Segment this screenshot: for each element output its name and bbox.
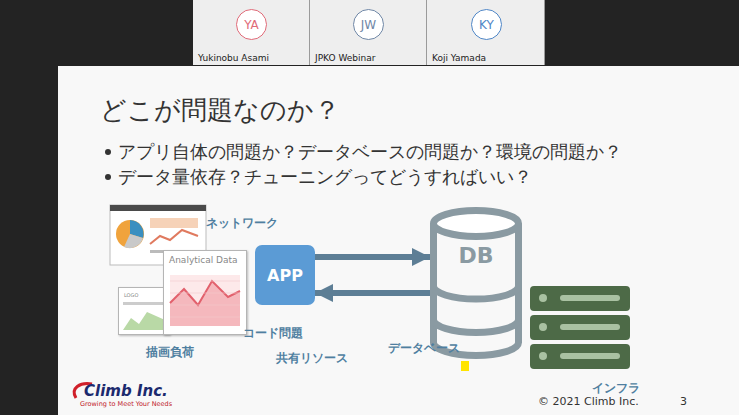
bullet — [105, 174, 111, 180]
avatar-circle: JW — [353, 9, 384, 40]
avatar-circle: KY — [471, 9, 502, 40]
participant-name: Koji Yamada — [432, 53, 486, 63]
node-label: APP — [267, 266, 303, 285]
slide — [58, 66, 739, 415]
area-label: 描画負荷 — [146, 344, 194, 361]
bullet — [105, 149, 111, 155]
initials: YA — [244, 18, 259, 32]
bullet-text: データ量依存？チューニングってどうすればいい？ — [118, 165, 532, 189]
data-arrow — [315, 290, 430, 296]
app-box: APP — [255, 245, 315, 305]
node-label: Analytical Data — [169, 255, 241, 265]
area-label: 共有リソース — [276, 350, 348, 367]
area-label: データベース — [388, 340, 460, 357]
company-logo: Growing to Meet Your Needs — [80, 400, 172, 408]
server-stack — [530, 286, 630, 369]
area-label: コード問題 — [243, 325, 303, 342]
bullet-text: アプリ自体の問題か？データベースの問題か？環境の問題か？ — [118, 140, 622, 164]
node-label: LOGO — [124, 292, 164, 298]
initials: KY — [479, 18, 494, 32]
avatar-circle: YA — [236, 9, 267, 40]
slide-title: どこが問題なのか？ — [100, 93, 340, 128]
data-arrow — [315, 254, 430, 260]
database-cylinder: DB — [430, 207, 522, 359]
area-label: ネットワーク — [206, 215, 278, 232]
area-label: インフラ — [592, 380, 640, 397]
chart-card: Analytical Data — [163, 250, 247, 335]
company-logo: Climb Inc. — [84, 382, 168, 400]
participant-name: Yukinobu Asami — [198, 53, 269, 63]
participant-tile: Koji Yamada KY — [427, 0, 545, 65]
node-label: DB — [458, 243, 493, 359]
participant-name: JPKO Webinar — [315, 53, 375, 63]
slide-footer: © 2021 Climb Inc. — [538, 395, 639, 408]
participant-tile: Yukinobu Asami YA — [193, 0, 310, 65]
initials: JW — [361, 18, 376, 32]
participant-tile: JPKO Webinar JW — [310, 0, 427, 65]
slide-footer: 3 — [680, 395, 687, 408]
cylinder-outline — [430, 207, 522, 359]
cursor-mark — [461, 361, 469, 371]
